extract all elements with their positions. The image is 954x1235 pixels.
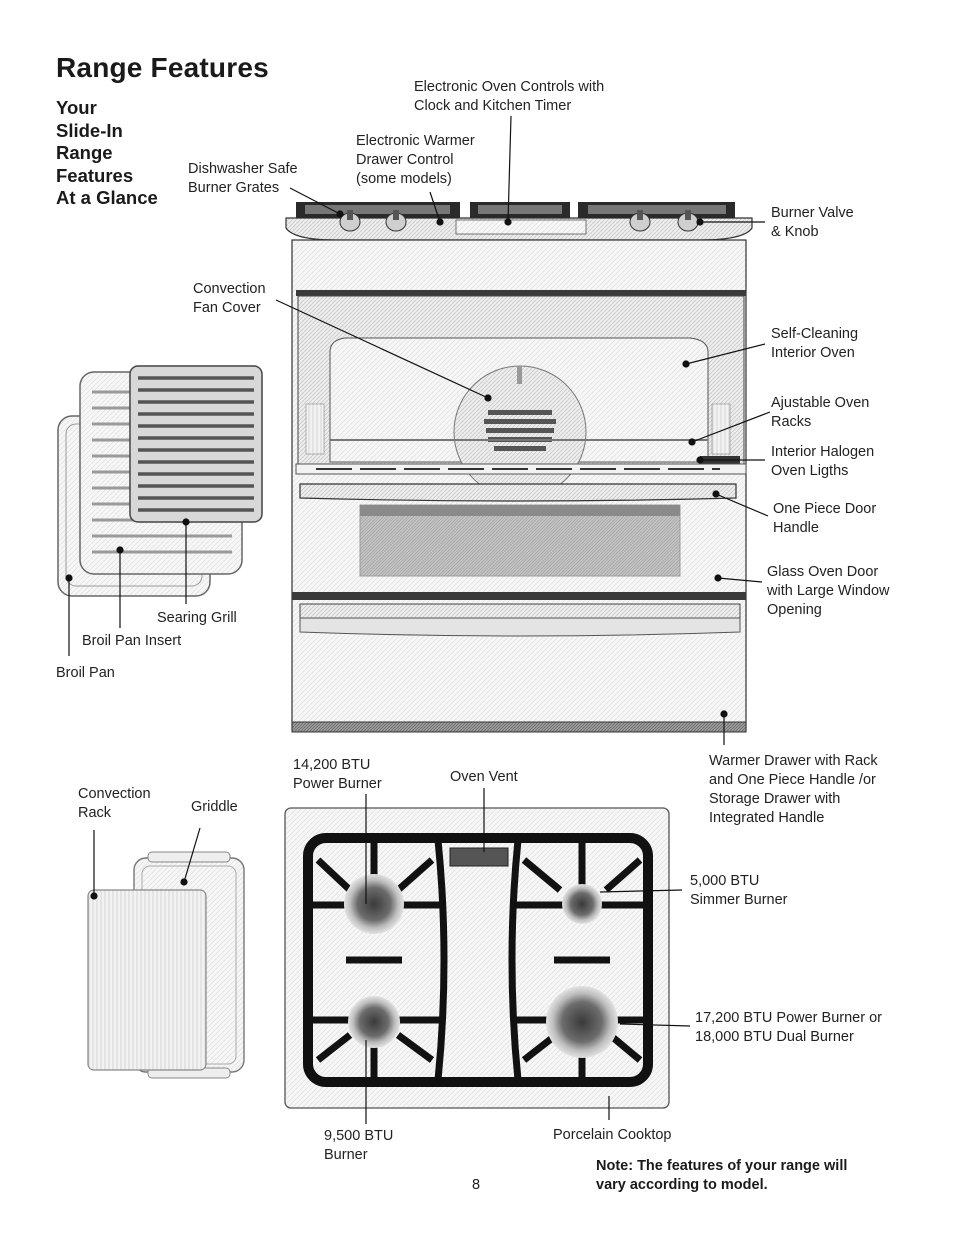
label-porcelain-cooktop: Porcelain Cooktop [553, 1127, 672, 1143]
burner-icon [546, 986, 618, 1058]
label-electronic-oven-controls: Electronic Oven Controls with Clock and … [414, 79, 605, 114]
control-display [455, 219, 587, 235]
model-note: Note: The features of your range will va… [596, 1158, 848, 1193]
page-number: 8 [472, 1177, 481, 1193]
label-door-handle: One Piece Door Handle [773, 501, 877, 536]
label-broil-pan-insert: Broil Pan Insert [82, 633, 182, 649]
label-warmer-drawer: Warmer Drawer with Rack and One Piece Ha… [709, 753, 878, 826]
leader-lines [65, 115, 771, 1124]
label-searing-grill: Searing Grill [157, 610, 237, 626]
label-oven-vent: Oven Vent [450, 769, 518, 785]
label-self-cleaning-oven: Self-Cleaning Interior Oven [771, 326, 859, 361]
section-subtitle: Your Slide-In Range Features At a Glance [56, 97, 158, 210]
broil-pan-set [57, 365, 263, 597]
label-griddle: Griddle [191, 799, 238, 815]
range-front-view [285, 202, 753, 733]
knob-icon [629, 210, 651, 232]
label-oven-racks: Ajustable Oven Racks [771, 395, 870, 430]
label-warmer-drawer-control: Electronic Warmer Drawer Control (some m… [356, 133, 475, 187]
knob-icon [339, 210, 361, 232]
page-title: Range Features [56, 52, 269, 83]
subtitle-line: Your [56, 97, 97, 118]
knob-icon [385, 210, 407, 232]
rack-and-griddle [87, 851, 245, 1079]
subtitle-line: At a Glance [56, 187, 158, 208]
subtitle-line: Features [56, 164, 134, 186]
label-broil-pan: Broil Pan [56, 665, 115, 681]
label-power-burner-14200: 14,200 BTU Power Burner [293, 757, 382, 792]
door-handle [299, 483, 737, 502]
fan-cover-icon [453, 365, 587, 499]
label-halogen-lights: Interior Halogen Oven Ligths [771, 444, 875, 479]
label-burner-grates: Dishwasher Safe Burner Grates [188, 161, 298, 196]
subtitle-line: Slide-In [56, 119, 123, 141]
label-convection-rack: Convection Rack [78, 786, 151, 821]
subtitle-line: Range [56, 142, 113, 163]
label-simmer-burner: 5,000 BTU Simmer Burner [690, 873, 788, 908]
label-burner-9500: 9,500 BTU Burner [324, 1128, 394, 1163]
label-burner-valve-knob: Burner Valve & Knob [771, 205, 854, 240]
label-glass-oven-door: Glass Oven Door with Large Window Openin… [767, 564, 890, 618]
burner-icon [562, 884, 602, 924]
cooktop-top-view [284, 807, 670, 1109]
burner-icon [344, 874, 404, 934]
label-convection-fan-cover: Convection Fan Cover [193, 281, 266, 316]
label-power-burner-17200: 17,200 BTU Power Burner or 18,000 BTU Du… [695, 1010, 882, 1045]
burner-icon [348, 996, 400, 1048]
oven-vent [449, 847, 509, 867]
